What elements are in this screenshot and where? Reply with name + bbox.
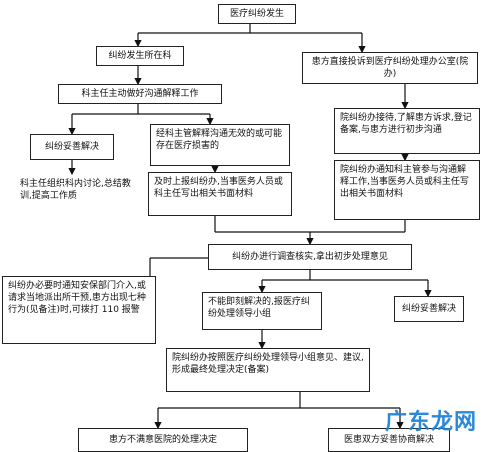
node-dept-director-explain: 科主任主动做好沟通解释工作 — [58, 84, 222, 104]
node-final-decision: 院纠纷办按照医疗纠纷处理领导小组意见、建议,形成最终处理决定(备案) — [166, 348, 370, 392]
node-office-notify: 院纠纷办通知科主管参与沟通解释工作,当事医务人员或科主任写出相关书面材料 — [334, 160, 480, 220]
node-cannot-resolve: 不能即刻解决的,报医疗纠纷处理领导小组 — [202, 292, 322, 330]
node-dept-origin: 纠纷发生所在科 — [96, 46, 184, 66]
node-security-note: 纠纷办必要时通知安保部门介入,或请求当地派出所干预,患方出现七种行为(见备注)时… — [2, 276, 156, 344]
node-dispute-resolved-right: 纠纷妥善解决 — [394, 296, 464, 322]
node-office-reception: 院纠纷办接待,了解患方诉求,登记备案,与患方进行初步沟通 — [334, 108, 480, 154]
node-negotiated-resolution: 医患双方妥善协商解决 — [328, 428, 450, 452]
node-patient-complaint: 患方直接投诉到医疗纠纷处理办公室(院办) — [302, 52, 478, 84]
node-dept-director-review: 科主任组织科内讨论,总结教训,提高工作质 — [20, 179, 131, 202]
node-start: 医疗纠纷发生 — [218, 4, 296, 24]
node-report-timely: 及时上报纠纷办,当事医务人员或科主任写出相关书面材料 — [148, 172, 292, 216]
node-dispute-resolved-left: 纠纷妥善解决 — [30, 134, 114, 160]
node-investigate: 纠纷办进行调查核实,拿出初步处理意见 — [208, 244, 412, 270]
node-explain-failed: 经科主管解释沟通无效的或可能存在医疗损害的 — [150, 124, 290, 166]
watermark-logo: 广东龙网 — [384, 410, 477, 435]
node-patient-unsatisfied: 患方不满意医院的处理决定 — [78, 428, 248, 452]
